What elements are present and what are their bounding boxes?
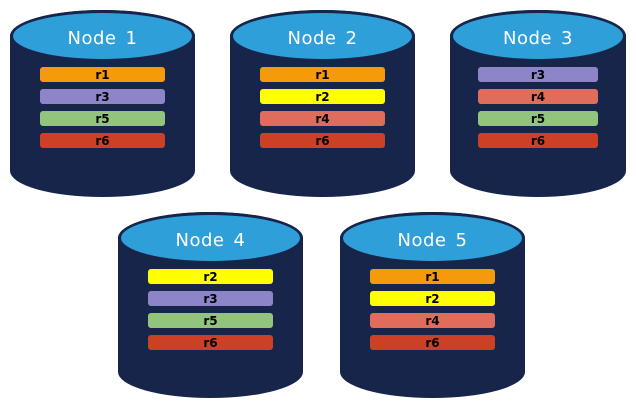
partition-bar: r3 <box>478 67 598 82</box>
partition-label: r2 <box>425 291 440 306</box>
partition-bar: r5 <box>147 313 274 328</box>
partition-bar: r3 <box>147 291 274 306</box>
partition-list: r2 r3 r5 r6 <box>118 269 303 350</box>
node-label-number: 4 <box>233 229 246 251</box>
node-label-text: Node <box>175 229 225 251</box>
partition-bar: r6 <box>369 335 496 350</box>
partition-bar: r5 <box>39 111 166 126</box>
partition-list: r3 r4 r5 r6 <box>450 67 626 148</box>
node-label: Node 5 <box>397 229 468 251</box>
node-cylinder-3: Node 3 r3 r4 r5 r6 <box>450 10 626 197</box>
partition-label: r3 <box>203 291 218 306</box>
partition-label: r2 <box>315 89 330 104</box>
partition-bar: r2 <box>147 269 274 284</box>
partition-bar: r2 <box>259 89 386 104</box>
partition-bar: r6 <box>259 133 386 148</box>
partition-label: r5 <box>203 313 218 328</box>
partition-label: r4 <box>425 313 440 328</box>
partition-label: r2 <box>203 269 218 284</box>
node-label-number: 1 <box>125 27 138 49</box>
partition-label: r6 <box>95 133 110 148</box>
cylinder-top-ellipse: Node 1 <box>10 10 195 62</box>
cylinder-top-ellipse: Node 2 <box>230 10 415 62</box>
partition-bar: r6 <box>478 133 598 148</box>
partition-bar: r2 <box>369 291 496 306</box>
partition-list: r1 r3 r5 r6 <box>10 67 195 148</box>
node-cylinder-2: Node 2 r1 r2 r4 r6 <box>230 10 415 197</box>
partition-label: r6 <box>530 133 546 148</box>
node-label-text: Node <box>67 27 117 49</box>
partition-label: r6 <box>315 133 330 148</box>
partition-label: r5 <box>95 111 110 126</box>
partition-label: r1 <box>425 269 440 284</box>
partition-label: r4 <box>315 111 330 126</box>
node-label-text: Node <box>397 229 447 251</box>
partition-bar: r4 <box>259 111 386 126</box>
partition-bar: r4 <box>478 89 598 104</box>
node-cylinder-4: Node 4 r2 r3 r5 r6 <box>118 212 303 398</box>
partition-bar: r1 <box>39 67 166 82</box>
partition-label: r6 <box>203 335 218 350</box>
cylinder-top-ellipse: Node 5 <box>340 212 525 264</box>
node-label: Node 4 <box>175 229 246 251</box>
partition-bar: r3 <box>39 89 166 104</box>
partition-list: r1 r2 r4 r6 <box>340 269 525 350</box>
partition-bar: r6 <box>39 133 166 148</box>
cylinder-top-ellipse: Node 4 <box>118 212 303 264</box>
node-label-text: Node <box>287 27 337 49</box>
partition-bar: r5 <box>478 111 598 126</box>
partition-bar: r4 <box>369 313 496 328</box>
node-label-number: 3 <box>561 27 573 49</box>
partition-label: r1 <box>315 67 330 82</box>
node-label: Node 1 <box>67 27 138 49</box>
partition-bar: r1 <box>259 67 386 82</box>
partition-bar: r1 <box>369 269 496 284</box>
node-label-number: 2 <box>345 27 358 49</box>
partition-label: r4 <box>530 89 546 104</box>
node-label: Node 2 <box>287 27 358 49</box>
partition-list: r1 r2 r4 r6 <box>230 67 415 148</box>
node-label-text: Node <box>503 27 553 49</box>
node-cylinder-1: Node 1 r1 r3 r5 r6 <box>10 10 195 197</box>
partition-label: r1 <box>95 67 110 82</box>
partition-bar: r6 <box>147 335 274 350</box>
cylinder-top-ellipse: Node 3 <box>450 10 626 62</box>
partition-label: r6 <box>425 335 440 350</box>
node-label-number: 5 <box>455 229 468 251</box>
node-label: Node 3 <box>503 27 573 49</box>
partition-label: r3 <box>95 89 110 104</box>
node-cylinder-5: Node 5 r1 r2 r4 r6 <box>340 212 525 398</box>
partition-label: r5 <box>530 111 546 126</box>
partition-label: r3 <box>530 67 546 82</box>
